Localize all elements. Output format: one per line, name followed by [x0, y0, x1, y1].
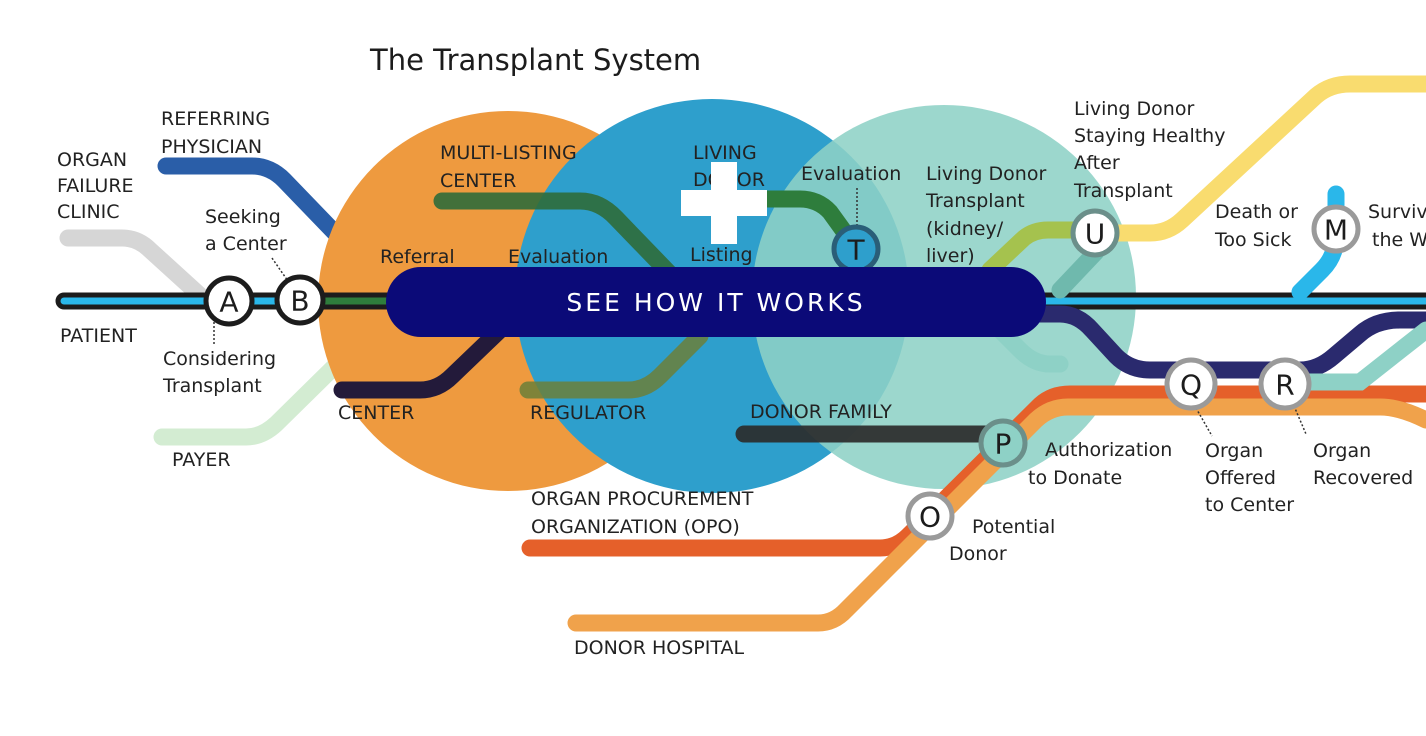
- stop-b-caption-2: a Center: [205, 233, 287, 255]
- organ-failure-clinic-label: ORGAN FAILURE CLINIC: [57, 149, 134, 223]
- living-donor-label-1: LIVING: [693, 142, 757, 164]
- payer-label: PAYER: [172, 449, 231, 471]
- navy-line: [1031, 305, 1426, 379]
- stop-p[interactable]: P: [978, 418, 1028, 468]
- stop-m[interactable]: M: [1311, 204, 1361, 254]
- referring-physician-label-2: PHYSICIAN: [161, 136, 262, 158]
- stop-u-caption-4: Transplant: [1073, 180, 1173, 202]
- leader-r: [1293, 405, 1307, 435]
- stop-m-caption-2: Too Sick: [1214, 229, 1291, 251]
- opo-label-1: ORGAN PROCUREMENT: [531, 488, 754, 510]
- stop-p-caption-1: Authorization: [1045, 439, 1172, 461]
- stop-u-caption-3: After: [1074, 152, 1120, 174]
- stop-o-caption-1: Potential: [972, 516, 1055, 538]
- stop-r-caption: Organ Recovered: [1313, 440, 1413, 489]
- stop-m-letter: M: [1324, 214, 1348, 247]
- multi-listing-center-label: MULTI-LISTING CENTER: [440, 142, 577, 192]
- regulator-label: REGULATOR: [530, 402, 646, 424]
- payer-line: [153, 297, 405, 446]
- referring-physician-label: REFERRING PHYSICIAN: [161, 108, 270, 158]
- stop-q[interactable]: Q: [1164, 357, 1218, 411]
- survive-caption-2: the W: [1372, 229, 1426, 251]
- stop-q-caption-3: to Center: [1205, 494, 1294, 516]
- stop-u-letter: U: [1085, 218, 1106, 251]
- station-referral: Referral: [380, 246, 455, 268]
- stop-m-caption: Death or Too Sick: [1214, 201, 1298, 251]
- stop-a-letter: A: [219, 286, 238, 319]
- referring-physician-line: [157, 157, 401, 301]
- stop-p-caption: Authorization to Donate: [1028, 439, 1172, 489]
- patient-label: PATIENT: [60, 325, 137, 347]
- donor-hospital-label: DONOR HOSPITAL: [574, 637, 744, 659]
- stop-a[interactable]: A: [203, 275, 255, 327]
- stop-o-letter: O: [919, 501, 941, 534]
- referring-physician-label-1: REFERRING: [161, 108, 270, 130]
- leader-q: [1195, 407, 1213, 437]
- stop-u[interactable]: U: [1070, 208, 1120, 258]
- lime-line: [981, 221, 1089, 279]
- stop-b[interactable]: B: [274, 274, 326, 326]
- stop-u-caption-2: Staying Healthy: [1074, 125, 1225, 147]
- stop-t-caption: Living Donor Transplant (kidney/ liver): [925, 163, 1046, 267]
- stop-t-caption-3: (kidney/: [926, 218, 1004, 240]
- stop-t-caption-2: Transplant: [925, 190, 1025, 212]
- organ-failure-clinic-line: [59, 229, 214, 309]
- donor-family-line: [735, 425, 1013, 453]
- center-label: CENTER: [338, 402, 414, 424]
- stop-o-caption-2: Donor: [949, 543, 1007, 565]
- center-line: [333, 321, 509, 399]
- stop-u-caption-1: Living Donor: [1074, 98, 1194, 120]
- stop-u-caption: Living Donor Staying Healthy After Trans…: [1073, 98, 1225, 202]
- yellow-line: [1101, 75, 1426, 242]
- see-how-it-works-button[interactable]: SEE HOW IT WORKS: [386, 267, 1046, 337]
- page-title: The Transplant System: [369, 43, 701, 77]
- stop-r-caption-1: Organ: [1313, 440, 1371, 462]
- stop-q-caption-1: Organ: [1205, 440, 1263, 462]
- donor-hospital-line: [567, 398, 1426, 632]
- plus-icon: [681, 162, 767, 244]
- stop-b-caption-1: Seeking: [205, 206, 281, 228]
- stop-q-caption: Organ Offered to Center: [1205, 440, 1294, 516]
- stop-o[interactable]: O: [905, 491, 955, 541]
- stop-t-letter: T: [846, 234, 865, 267]
- opo-label: ORGAN PROCUREMENT ORGANIZATION (OPO): [531, 488, 754, 538]
- stop-p-caption-2: to Donate: [1028, 467, 1122, 489]
- survive-caption-1: Surviv: [1368, 201, 1426, 223]
- stop-q-caption-2: Offered: [1205, 467, 1276, 489]
- stop-r-letter: R: [1275, 369, 1294, 402]
- survive-caption: Surviv the W: [1368, 201, 1426, 251]
- stop-t-caption-4: liver): [926, 245, 975, 267]
- stop-a-caption-2: Transplant: [162, 375, 262, 397]
- station-donor-evaluation: Evaluation: [801, 163, 901, 185]
- stop-o-caption: Potential Donor: [949, 516, 1055, 565]
- stop-a-caption: Considering Transplant: [162, 348, 276, 397]
- living-donor-line: [691, 190, 865, 257]
- organ-failure-clinic-label-2: FAILURE: [57, 175, 134, 197]
- stop-r[interactable]: R: [1258, 357, 1312, 411]
- opo-label-2: ORGANIZATION (OPO): [531, 516, 740, 538]
- donor-family-label: DONOR FAMILY: [750, 401, 892, 423]
- multi-listing-line: [433, 192, 681, 285]
- stop-t[interactable]: T: [831, 224, 881, 274]
- station-listing: Listing: [690, 244, 753, 266]
- regulator-line: [519, 327, 709, 399]
- stop-r-caption-2: Recovered: [1313, 467, 1413, 489]
- stop-b-letter: B: [290, 285, 309, 318]
- leader-b: [271, 257, 291, 285]
- stop-m-caption-1: Death or: [1215, 201, 1298, 223]
- stop-b-caption: Seeking a Center: [205, 206, 287, 255]
- multi-listing-center-label-2: CENTER: [440, 170, 516, 192]
- stop-p-letter: P: [995, 428, 1012, 461]
- stop-a-caption-1: Considering: [163, 348, 276, 370]
- organ-failure-clinic-label-3: CLINIC: [57, 201, 120, 223]
- organ-failure-clinic-label-1: ORGAN: [57, 149, 127, 171]
- multi-listing-center-label-1: MULTI-LISTING: [440, 142, 577, 164]
- stop-t-caption-1: Living Donor: [926, 163, 1046, 185]
- stop-q-letter: Q: [1180, 369, 1202, 402]
- teal-up-line: [1051, 243, 1105, 299]
- station-evaluation: Evaluation: [508, 246, 608, 268]
